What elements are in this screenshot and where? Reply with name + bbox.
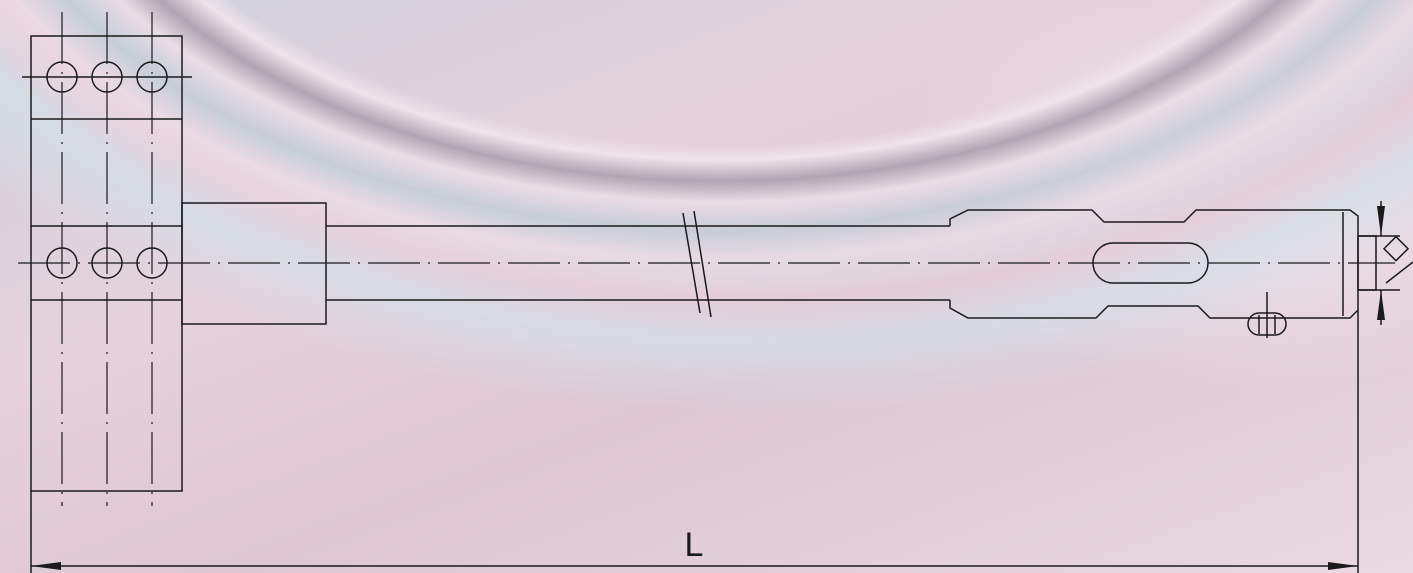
hole-centerlines <box>61 12 153 506</box>
tool-head-outline <box>949 209 1359 319</box>
square-drive <box>1357 201 1413 325</box>
upper-holes <box>22 61 192 93</box>
length-dimension <box>30 310 1359 573</box>
dimension-label-l: L <box>685 526 704 564</box>
cross-pin <box>1247 292 1287 338</box>
break-marks <box>682 210 712 318</box>
